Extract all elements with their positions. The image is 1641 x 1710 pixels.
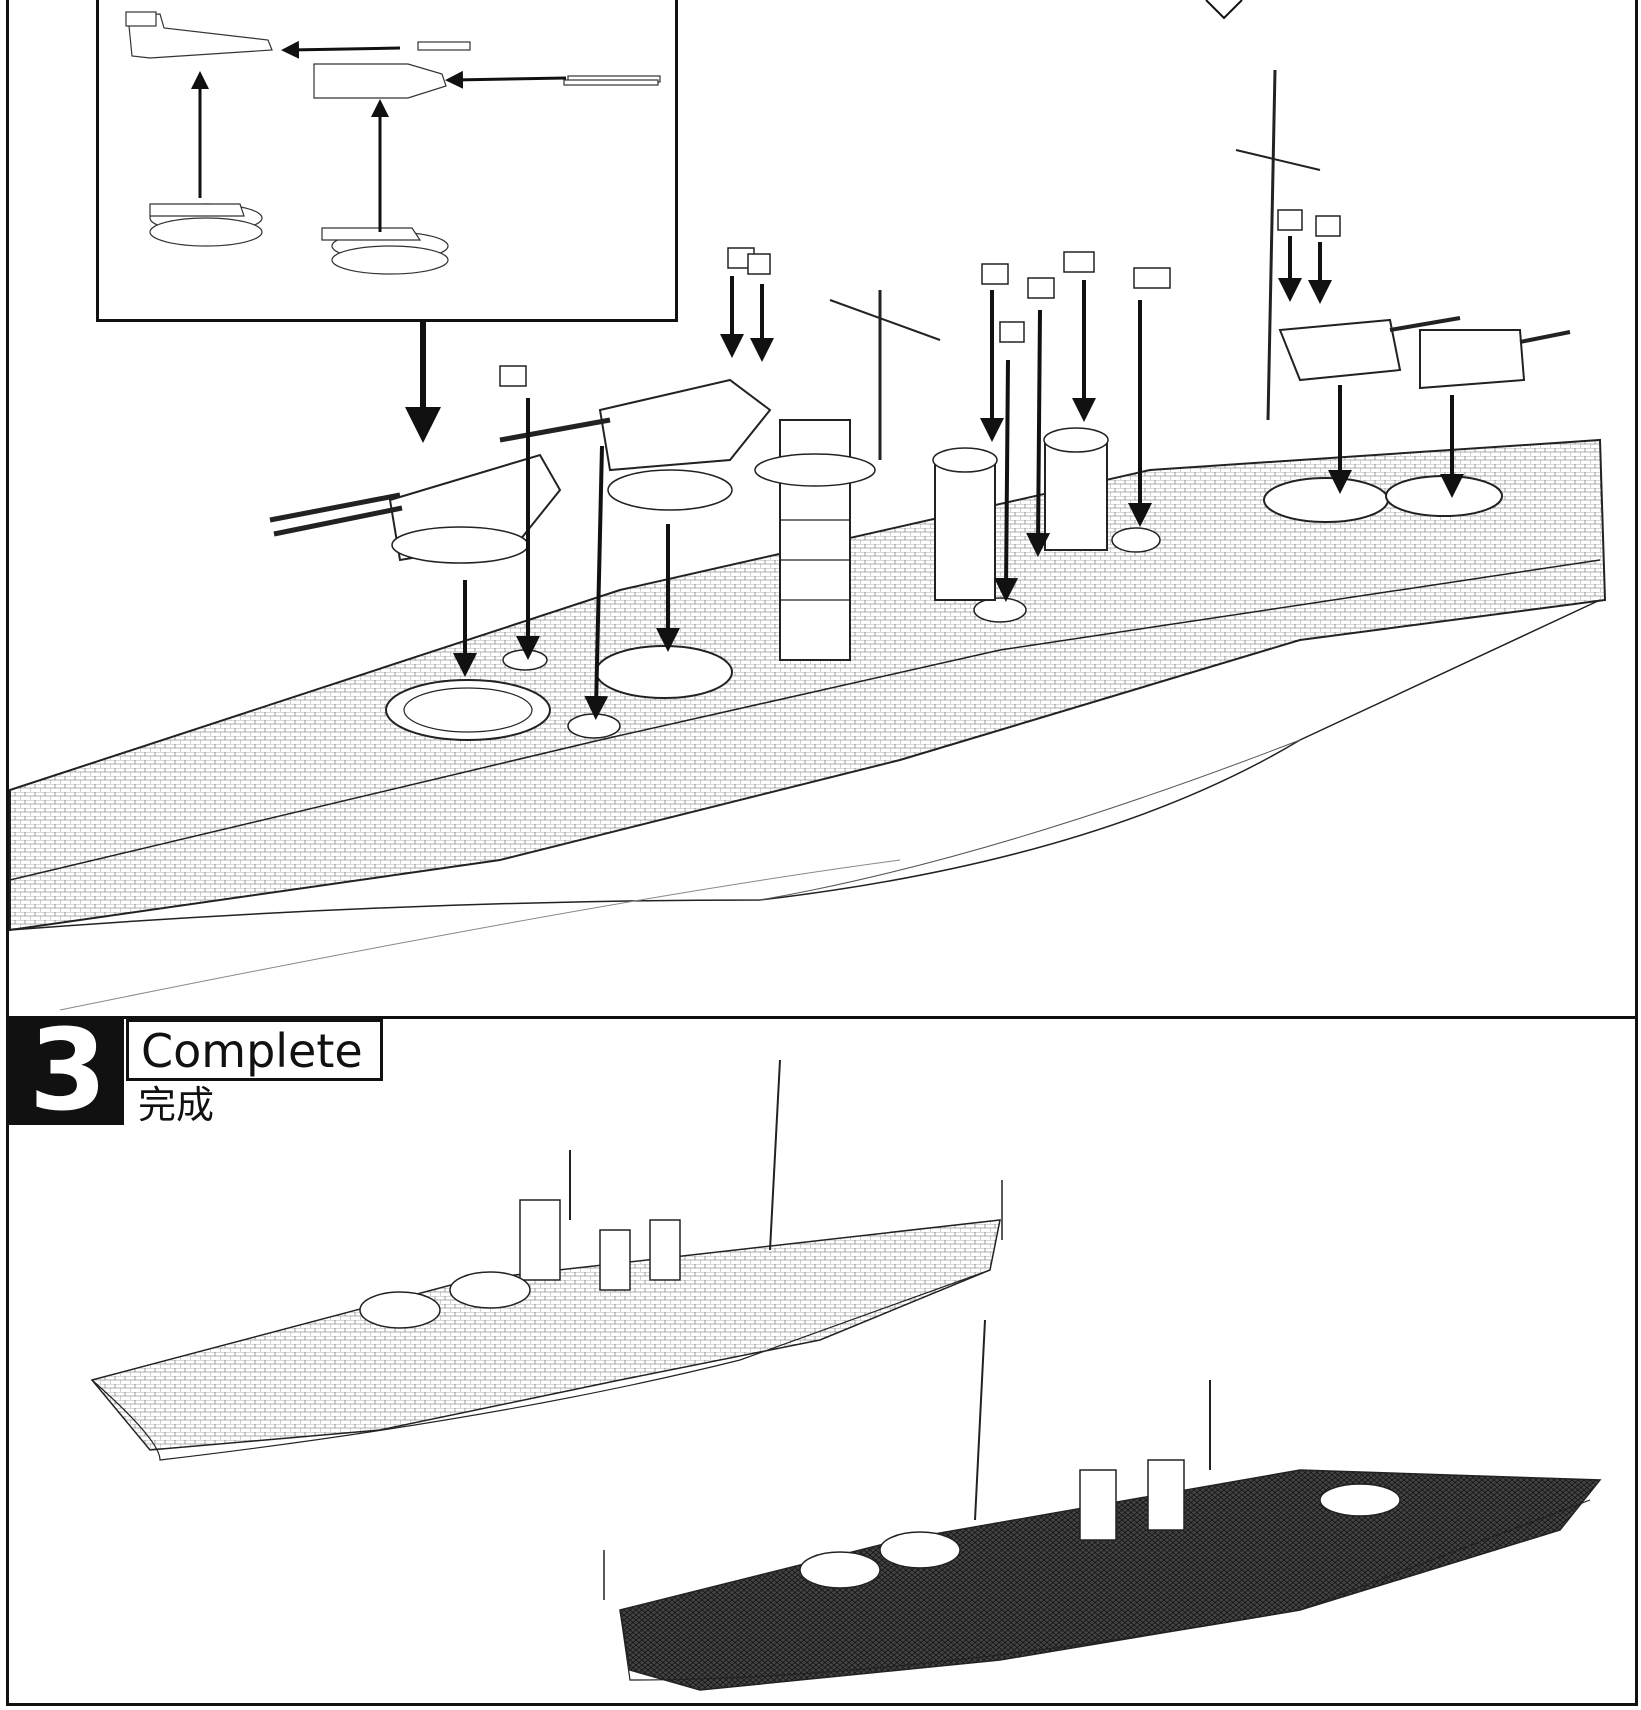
inset-parts xyxy=(125,11,661,275)
step-number-badge: 3 xyxy=(9,1011,124,1131)
turret-subassembly-inset xyxy=(96,0,678,322)
placement-arrows xyxy=(453,236,1464,720)
completed-ship-2 xyxy=(603,1319,1602,1691)
inset-arrows xyxy=(191,40,567,232)
step-title-chinese: 完成 xyxy=(138,1083,215,1127)
reference-marker-triangle xyxy=(1205,0,1243,20)
floating-parts xyxy=(499,209,1341,387)
completed-ship-1 xyxy=(90,1059,1003,1461)
step-title-english: Complete xyxy=(141,1024,363,1078)
assembly-ship xyxy=(9,69,1607,1011)
complete-panel xyxy=(6,1016,1638,1706)
step-title-box: Complete xyxy=(126,1019,383,1081)
step-number: 3 xyxy=(29,1006,107,1136)
